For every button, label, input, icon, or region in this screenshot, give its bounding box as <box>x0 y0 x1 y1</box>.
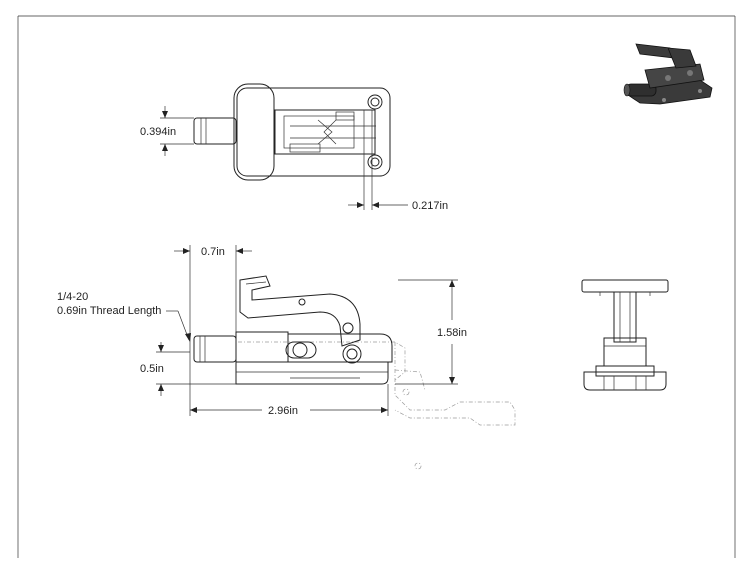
dim-top-slot: 0.217in <box>348 154 448 212</box>
dim-side-height-label: 1.58in <box>437 327 467 339</box>
thread-length-label: 0.69in Thread Length <box>57 305 161 317</box>
dim-side-length: 2.96in <box>189 362 389 417</box>
thread-size-label: 1/4-20 <box>57 291 88 303</box>
dim-side-thread: 1/4-20 0.69in Thread Length <box>57 291 191 342</box>
dim-side-length-label: 2.96in <box>268 405 298 417</box>
dim-side-shaft-label: 0.5in <box>140 363 164 375</box>
side-view <box>189 275 516 470</box>
dim-side-shaft: 0.5in <box>140 342 236 396</box>
dim-top-shaft-label: 0.394in <box>140 126 176 138</box>
dim-side-height: 1.58in <box>395 279 467 385</box>
top-view <box>193 83 391 181</box>
isometric-view <box>623 43 713 105</box>
dim-top-shaft: 0.394in <box>140 106 194 156</box>
sheet-border <box>17 15 736 558</box>
dim-side-offset: 0.7in <box>174 245 252 336</box>
front-view <box>581 279 669 391</box>
dim-top-slot-label: 0.217in <box>412 200 448 212</box>
dim-side-offset-label: 0.7in <box>201 246 225 258</box>
